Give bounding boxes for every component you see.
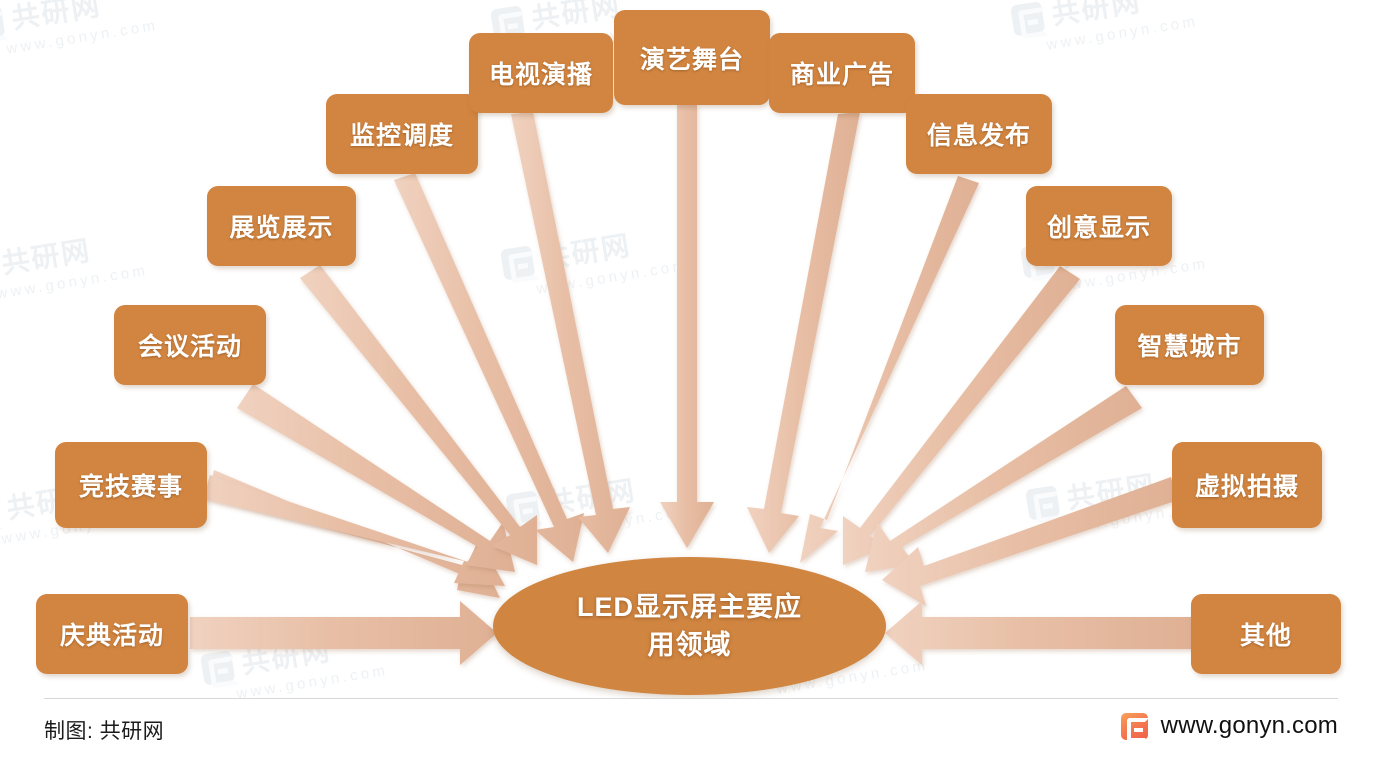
brand-url: www.gonyn.com [1160, 712, 1338, 739]
center-label-line1: LED显示屏主要应 [577, 591, 802, 622]
credit-text: 制图: 共研网 [44, 720, 165, 743]
node-label: 电视演播 [488, 61, 593, 89]
arrow-shangye [747, 112, 860, 553]
arrow-zhihui [865, 386, 1142, 572]
arrow-huiyi [237, 384, 515, 572]
node-xuni[interactable]: 虚拟拍摄 [1172, 442, 1322, 528]
gonyn-logo-icon [1120, 712, 1149, 742]
arrow-dianshi [511, 112, 630, 553]
arrow-xinxi [800, 176, 979, 563]
center-node[interactable]: LED显示屏主要应 用领域 [493, 557, 886, 695]
arrow-chuangyi [843, 266, 1080, 565]
arrow-qita [885, 601, 1192, 665]
node-label: 监控调度 [349, 122, 454, 150]
node-label: 庆典活动 [59, 622, 164, 650]
node-dianshi[interactable]: 电视演播 [469, 33, 613, 113]
center-label: LED显示屏主要应 用领域 [577, 588, 802, 665]
node-jingji[interactable]: 竞技赛事 [55, 442, 207, 528]
arrow-jiankong [394, 173, 584, 562]
node-jiankong[interactable]: 监控调度 [326, 94, 478, 174]
node-shangye[interactable]: 商业广告 [769, 33, 915, 113]
node-qingdian[interactable]: 庆典活动 [36, 594, 188, 674]
node-qita[interactable]: 其他 [1191, 594, 1341, 674]
node-label: 会议活动 [137, 333, 242, 361]
node-label: 展览展示 [229, 214, 334, 242]
node-label: 竞技赛事 [78, 473, 183, 501]
node-label: 演艺舞台 [639, 45, 744, 74]
node-chuangyi[interactable]: 创意显示 [1026, 186, 1172, 266]
node-zhanlan[interactable]: 展览展示 [207, 186, 356, 266]
node-zhihui[interactable]: 智慧城市 [1115, 305, 1264, 385]
node-huiyi[interactable]: 会议活动 [114, 305, 266, 385]
center-label-line2: 用领域 [647, 630, 732, 660]
footer: 制图: 共研网 www.gonyn.com [0, 698, 1382, 760]
arrow-zhanlan [300, 265, 537, 565]
arrow-yanyi [660, 105, 714, 548]
node-label: 虚拟拍摄 [1194, 473, 1299, 501]
arrow-jingji-body [203, 475, 505, 586]
node-label: 其他 [1239, 622, 1292, 650]
arrow-xuni [882, 477, 1178, 606]
node-label: 商业广告 [789, 61, 894, 89]
node-yanyi[interactable]: 演艺舞台 [614, 10, 770, 105]
node-label: 信息发布 [926, 122, 1031, 150]
arrow-qingdian [190, 601, 497, 665]
node-xinxi[interactable]: 信息发布 [906, 94, 1052, 174]
brand: www.gonyn.com [1120, 712, 1338, 742]
footer-divider [44, 698, 1338, 699]
node-label: 智慧城市 [1137, 333, 1242, 361]
node-label: 创意显示 [1046, 214, 1151, 242]
